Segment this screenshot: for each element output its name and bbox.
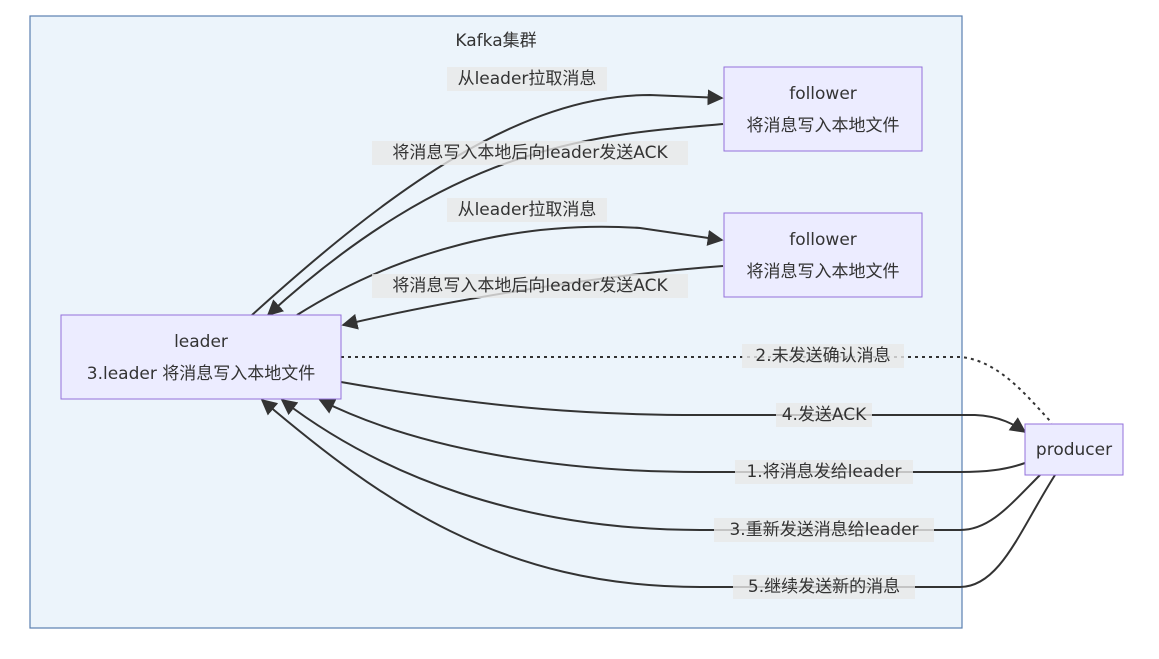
edge-pull-2 bbox=[296, 225, 724, 316]
label-pull-2: 从leader拉取消息 bbox=[458, 200, 597, 220]
edge-send-to-leader bbox=[318, 399, 1026, 473]
cluster-title: Kafka集群 bbox=[455, 31, 536, 51]
follower-1-title: follower bbox=[789, 84, 857, 104]
label-no-confirm: 2.未发送确认消息 bbox=[755, 346, 890, 366]
leader-desc: 3.leader 将消息写入本地文件 bbox=[87, 364, 315, 384]
edge-no-confirm bbox=[341, 356, 1053, 424]
label-ack-2: 将消息写入本地后向leader发送ACK bbox=[392, 276, 668, 296]
node-follower-1: follower 将消息写入本地文件 bbox=[723, 66, 923, 152]
edge-resend bbox=[280, 399, 1041, 531]
follower-2-title: follower bbox=[789, 230, 857, 250]
edge-labels: 从leader拉取消息 将消息写入本地后向leader发送ACK 从leader… bbox=[372, 67, 934, 599]
edge-continue-send bbox=[260, 398, 1056, 588]
label-continue-send: 5.继续发送新的消息 bbox=[748, 577, 900, 597]
follower-1-desc: 将消息写入本地文件 bbox=[747, 116, 900, 136]
follower-2-desc: 将消息写入本地文件 bbox=[747, 262, 900, 282]
node-follower-2: follower 将消息写入本地文件 bbox=[723, 212, 923, 298]
node-leader: leader 3.leader 将消息写入本地文件 bbox=[60, 314, 342, 400]
edges bbox=[251, 89, 1056, 588]
label-resend: 3.重新发送消息给leader bbox=[729, 520, 918, 540]
label-send-to-leader: 1.将消息发给leader bbox=[746, 462, 901, 482]
label-pull-1: 从leader拉取消息 bbox=[458, 69, 597, 89]
label-send-ack: 4.发送ACK bbox=[782, 405, 867, 425]
label-ack-1: 将消息写入本地后向leader发送ACK bbox=[392, 143, 668, 163]
node-producer: producer bbox=[1024, 423, 1124, 476]
edge-send-ack bbox=[340, 381, 1027, 433]
leader-title: leader bbox=[174, 332, 228, 352]
producer-title: producer bbox=[1036, 440, 1112, 460]
